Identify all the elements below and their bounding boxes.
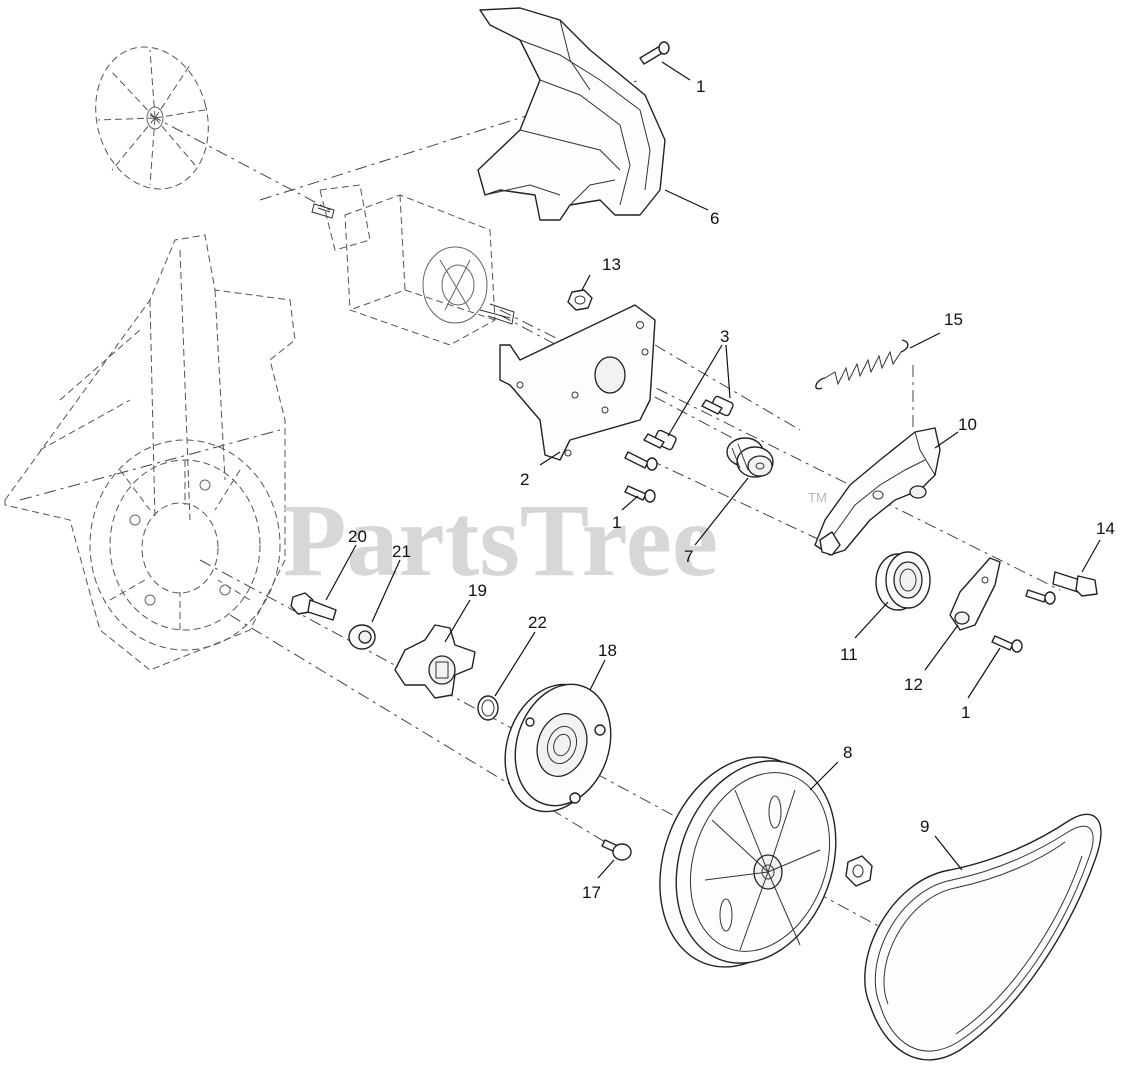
cooling-fan [95,46,209,190]
part-bolt-20 [290,592,337,621]
part-drive-hub [504,683,612,813]
callout-2: 2 [520,470,529,489]
part-bolt-3-lower [643,429,677,451]
callout-17: 17 [582,883,601,902]
callout-9: 9 [920,817,929,836]
callout-13: 13 [602,255,621,274]
callout-15: 15 [944,310,963,329]
callout-12: 12 [904,675,923,694]
callout-10: 10 [958,415,977,434]
callout-3: 3 [720,327,729,346]
part-bracket-plate [949,557,1001,631]
electric-motor [311,184,515,346]
callout-7: 7 [684,547,693,566]
part-screw-1-top [639,41,670,65]
part-snap-ring [477,695,499,721]
part-screw-1-right-upper [1025,589,1056,605]
callout-8: 8 [843,743,852,762]
callout-21: 21 [392,542,411,561]
part-belt-cover [477,7,666,221]
part-pulley-nut [845,855,873,887]
part-tension-spring [815,339,909,390]
part-shoulder-bolt [1052,571,1098,597]
part-washer-21 [348,624,376,650]
callout-14: 14 [1096,519,1115,538]
callout-1-right: 1 [961,703,970,722]
callout-leaders [325,61,1101,879]
watermark-text: PartsTree [283,483,718,598]
part-screw-1-plate-lower [624,485,656,503]
part-drive-belt [864,813,1102,1061]
callout-18: 18 [598,641,617,660]
watermark-trademark: TM [808,490,827,505]
part-screw-1-right-lower [991,635,1023,653]
callout-20: 20 [348,527,367,546]
part-idler-arm [814,427,941,556]
part-bolt-3-upper [701,395,734,417]
callout-1-top: 1 [696,77,705,96]
callout-labels: 1 6 13 3 15 10 2 1 7 14 11 12 1 8 9 17 1… [348,77,1115,902]
callout-11: 11 [840,645,858,664]
part-mounting-plate [499,304,656,461]
part-bearing [875,551,931,611]
part-screw-17 [601,839,632,861]
callout-6: 6 [710,209,719,228]
part-nut-13 [567,289,593,311]
callout-22: 22 [528,613,547,632]
part-screw-1-plate-upper [624,451,658,471]
mower-deck-housing [4,234,296,671]
part-idler-pulley [726,437,774,478]
callout-19: 19 [468,581,487,600]
part-drive-adapter [394,624,476,699]
part-drive-pulley [659,756,837,968]
callout-1-plate: 1 [612,513,621,532]
partstree-watermark: PartsTree TM [283,483,827,598]
